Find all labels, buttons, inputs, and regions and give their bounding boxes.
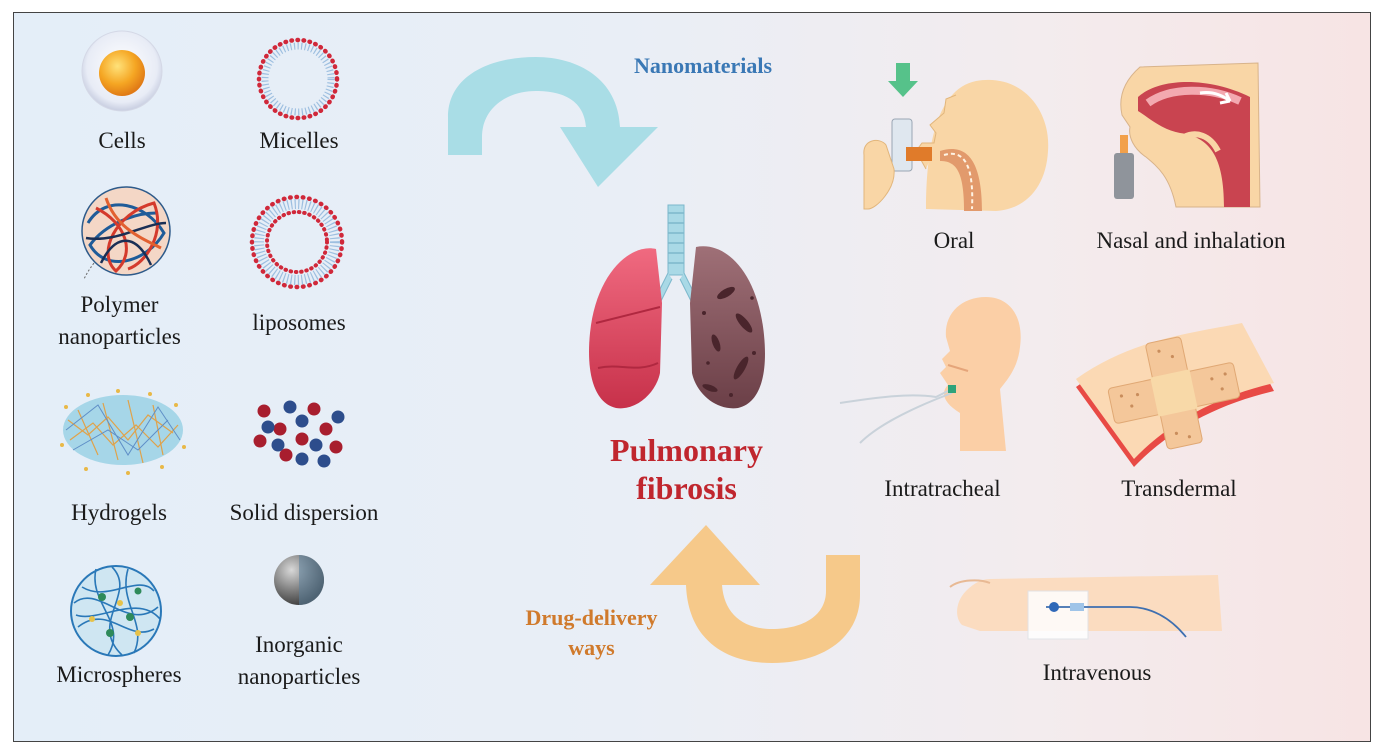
cell-icon xyxy=(81,30,163,112)
micelles-label: Micelles xyxy=(259,128,339,153)
drug-label-line1: Drug-delivery xyxy=(525,605,658,630)
liposome-icon xyxy=(249,194,345,290)
pulmonary-fibrosis-title: Pulmonary fibrosis xyxy=(574,431,799,507)
polymer-label-line1: Polymer xyxy=(80,292,159,317)
micelle-icon xyxy=(256,37,340,121)
intratracheal-label: Intratracheal xyxy=(884,476,1001,501)
nanomaterials-label: Nanomaterials xyxy=(634,53,773,78)
intravenous-label: Intravenous xyxy=(1042,660,1152,685)
lungs-icon xyxy=(589,204,765,409)
title-line2: fibrosis xyxy=(636,470,737,506)
nasal-inhalation-icon xyxy=(1114,62,1261,208)
liposomes-label: liposomes xyxy=(252,310,346,335)
polymer-label-line2: nanoparticles xyxy=(58,324,181,349)
title-line1: Pulmonary xyxy=(610,432,763,468)
oral-label: Oral xyxy=(933,228,975,253)
solid-dispersion-label: Solid dispersion xyxy=(229,500,379,525)
inorganic-nanoparticle-icon xyxy=(274,555,324,605)
inorganic-nanoparticles-label: Inorganic nanoparticles xyxy=(219,629,379,693)
drug-label-line2: ways xyxy=(568,635,615,660)
diagram-frame: Cells Micelles Polymer nanoparticles lip… xyxy=(13,12,1371,742)
transdermal-label: Transdermal xyxy=(1121,476,1237,501)
cells-label: Cells xyxy=(98,128,146,153)
microspheres-label: Microspheres xyxy=(56,662,182,687)
intratracheal-icon xyxy=(839,297,1021,451)
drug-delivery-label: Drug-delivery ways xyxy=(499,603,684,663)
inorganic-label-line2: nanoparticles xyxy=(237,664,361,689)
polymer-nanoparticle-icon xyxy=(81,186,171,280)
oral-inhaler-icon xyxy=(863,63,1049,211)
inorganic-label-line1: Inorganic xyxy=(255,632,343,657)
hydrogel-icon xyxy=(60,389,186,475)
transdermal-patch-icon xyxy=(1076,323,1274,467)
nanomaterials-arrow xyxy=(448,57,658,187)
intravenous-arm-icon xyxy=(949,575,1222,640)
nasal-inhalation-label: Nasal and inhalation xyxy=(1096,228,1286,253)
drug-delivery-arrow xyxy=(650,525,860,663)
hydrogels-label: Hydrogels xyxy=(71,500,167,525)
polymer-nanoparticles-label: Polymer nanoparticles xyxy=(42,289,197,353)
microsphere-icon xyxy=(70,565,162,657)
solid-dispersion-icon xyxy=(253,400,345,468)
